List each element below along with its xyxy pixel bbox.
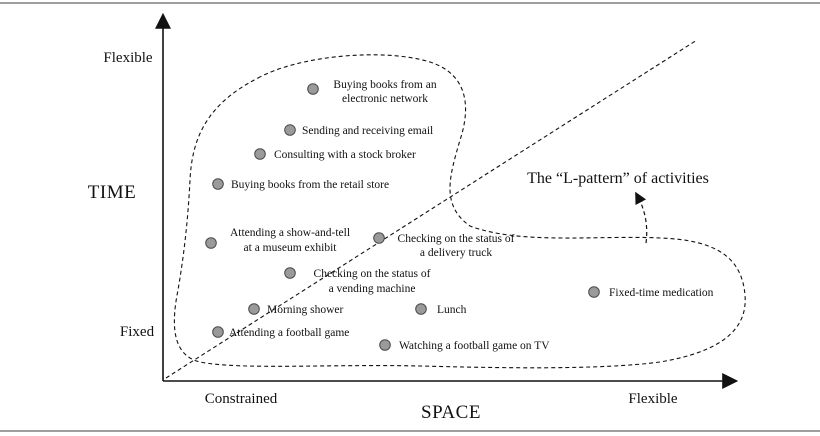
activity-label-buying-books-network: Buying books from an [333,79,436,91]
activity-dot-stock-broker [254,148,266,160]
activity-label-vending-machine-2: a vending machine [329,283,416,295]
activity-dot-football-tv [379,339,391,351]
activity-label-morning-shower: Morning shower [267,304,344,316]
activity-label-retail-store: Buying books from the retail store [231,179,389,191]
activity-label-football-tv: Watching a football game on TV [399,340,550,352]
activity-label-buying-books-network-2: electronic network [342,93,428,105]
activity-dot-delivery-truck [373,232,385,244]
activity-label-delivery-truck-2: a delivery truck [420,247,492,259]
y-axis-top-label: Flexible [103,50,153,66]
activity-dot-show-and-tell [205,237,217,249]
activity-dot-morning-shower [248,303,260,315]
activity-label-delivery-truck: Checking on the status of [398,233,515,245]
activity-label-show-and-tell: Attending a show-and-tell [230,227,350,239]
activity-dot-buying-books-network [307,83,319,95]
activity-label-show-and-tell-2: at a museum exhibit [244,242,338,254]
x-axis-right-label: Flexible [628,391,678,407]
activity-label-football-game: Attending a football game [229,327,349,339]
activity-dot-retail-store [212,178,224,190]
l-pattern-boundary [173,54,746,369]
activity-points: Buying books from an electronic network … [205,79,714,352]
activity-dot-football-game [212,326,224,338]
annotation-arrow [635,191,648,244]
y-axis-title: TIME [88,182,136,203]
activity-label-medication: Fixed-time medication [609,287,714,299]
x-axis-left-label: Constrained [205,391,278,407]
activity-label-stock-broker: Consulting with a stock broker [274,149,416,161]
y-axis-bottom-label: Fixed [120,324,155,340]
activity-label-lunch: Lunch [437,304,467,316]
l-pattern-annotation: The “L-pattern” of activities [527,170,709,187]
x-axis-title: SPACE [421,402,481,423]
activity-label-email: Sending and receiving email [302,125,433,137]
activity-dot-vending-machine [284,267,296,279]
activity-dot-email [284,124,296,136]
activity-dot-medication [588,286,600,298]
activity-dot-lunch [415,303,427,315]
activity-label-vending-machine: Checking on the status of [314,268,431,280]
